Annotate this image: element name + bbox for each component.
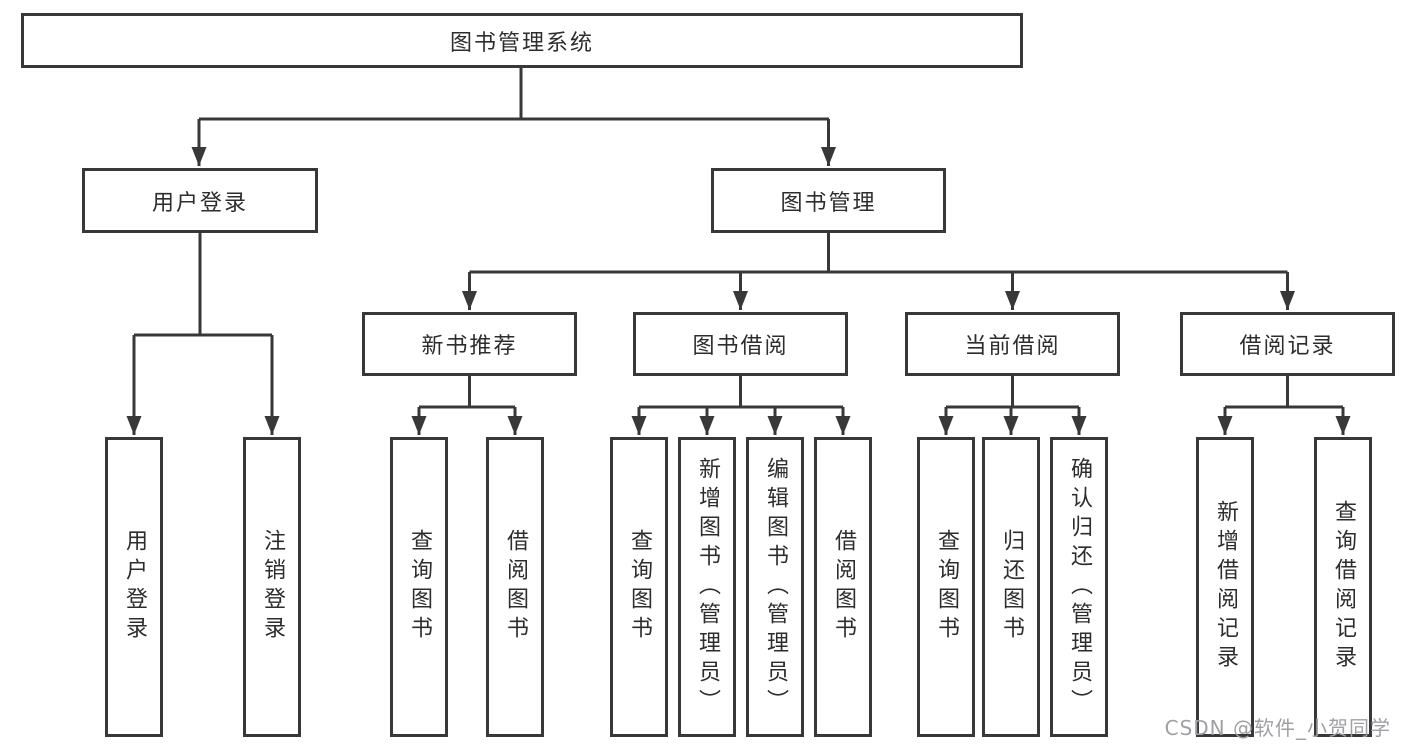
node-user-login: 用户登录 — [82, 168, 318, 233]
node-label: 查询图书 — [627, 529, 652, 645]
leaf-query-books-current: 查询图书 — [917, 437, 975, 737]
book-borrow-connector — [639, 376, 843, 409]
borrow-record-connector — [1225, 376, 1343, 409]
leaf-edit-book-admin: 编辑图书（管理员） — [746, 437, 804, 737]
watermark: CSDN @软件_小贺同学 — [1164, 716, 1391, 740]
leaf-borrow-books-recommend: 借阅图书 — [486, 437, 544, 737]
node-label: 新增图书（管理员） — [695, 456, 720, 718]
node-label: 用户登录 — [122, 529, 147, 645]
new-book-connector — [419, 376, 515, 409]
user-login-connector — [134, 233, 272, 337]
leaf-borrow-books-2: 借阅图书 — [814, 437, 872, 737]
node-label: 归还图书 — [999, 529, 1024, 645]
leaf-query-borrow-record: 查询借阅记录 — [1314, 437, 1372, 737]
node-book-management: 图书管理 — [711, 168, 946, 233]
node-label: 查询图书 — [934, 529, 959, 645]
node-label: 图书管理系统 — [449, 30, 594, 56]
leaf-logout: 注销登录 — [243, 437, 301, 737]
node-new-book-recommend: 新书推荐 — [362, 312, 577, 376]
node-label: 图书管理 — [780, 190, 877, 216]
node-label: 新增借阅记录 — [1213, 500, 1238, 674]
node-label: 图书借阅 — [692, 334, 789, 359]
node-current-borrowing: 当前借阅 — [905, 312, 1120, 376]
node-label: 查询图书 — [407, 529, 432, 645]
node-label: 用户登录 — [151, 190, 248, 216]
node-label: 注销登录 — [260, 529, 285, 645]
leaf-add-borrow-record: 新增借阅记录 — [1196, 437, 1254, 737]
node-label: 编辑图书（管理员） — [763, 456, 788, 718]
leaf-user-login: 用户登录 — [105, 437, 163, 737]
node-label: 借阅图书 — [503, 529, 528, 645]
node-label: 借阅记录 — [1239, 334, 1336, 359]
node-label: 当前借阅 — [964, 334, 1061, 359]
leaf-add-book-admin: 新增图书（管理员） — [678, 437, 736, 737]
node-label: 新书推荐 — [421, 334, 518, 359]
book-mgmt-connector — [469, 233, 1288, 274]
node-label: 确认归还（管理员） — [1067, 456, 1092, 718]
node-borrowing-records: 借阅记录 — [1180, 312, 1395, 376]
node-library-system: 图书管理系统 — [21, 13, 1023, 68]
current-borrow-connector — [946, 376, 1079, 409]
root-connector — [199, 68, 829, 121]
leaf-return-books: 归还图书 — [982, 437, 1040, 737]
leaf-confirm-return-admin: 确认归还（管理员） — [1050, 437, 1108, 737]
leaf-query-books-recommend: 查询图书 — [390, 437, 448, 737]
node-book-borrowing: 图书借阅 — [633, 312, 848, 376]
node-label: 查询借阅记录 — [1331, 500, 1356, 674]
node-label: 借阅图书 — [831, 529, 856, 645]
leaf-query-books-borrow: 查询图书 — [610, 437, 668, 737]
